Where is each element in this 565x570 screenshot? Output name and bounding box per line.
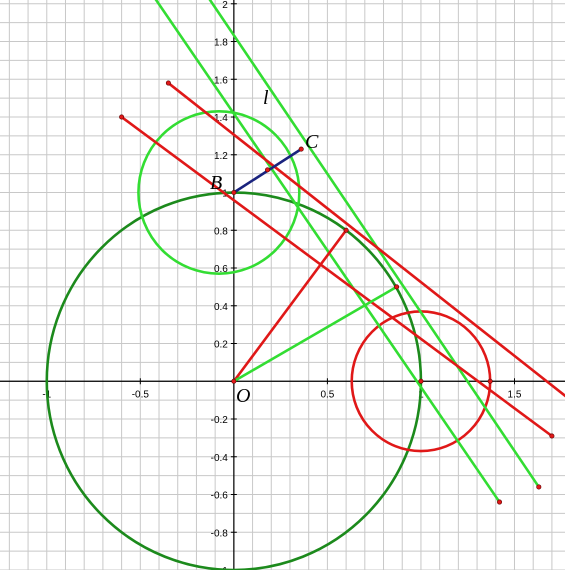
label-o: O <box>236 385 250 407</box>
y-tick-label: 0.4 <box>214 302 228 313</box>
point-red-end-1 <box>549 433 555 439</box>
point-c <box>298 146 304 152</box>
point-red-start-2 <box>165 80 171 86</box>
y-tick-label: 0.8 <box>214 226 228 237</box>
point-labels: O B C l <box>210 87 319 407</box>
y-tick-label: 1.2 <box>214 151 228 162</box>
y-tick-label: 0.2 <box>214 340 228 351</box>
x-tick-label: 0.5 <box>320 389 334 400</box>
green-line-l <box>154 0 501 504</box>
tick-labels: -1-0.50.511.521.81.61.41.210.80.60.40.2-… <box>42 0 522 570</box>
y-tick-label: -0.2 <box>211 415 229 426</box>
red-line-1 <box>120 115 554 438</box>
red-line-2 <box>167 81 565 398</box>
y-tick-label: 1.8 <box>214 38 228 49</box>
label-l: l <box>263 87 269 109</box>
label-c: C <box>305 131 319 153</box>
x-tick-label: -0.5 <box>132 389 150 400</box>
point-green-end-2 <box>536 484 542 490</box>
y-tick-label: -0.6 <box>211 491 229 502</box>
points <box>119 80 555 505</box>
y-tick-label: 1.6 <box>214 75 228 86</box>
label-b: B <box>210 172 222 194</box>
x-tick-label: 1.5 <box>508 389 522 400</box>
point-red-center <box>418 378 424 384</box>
green-circle <box>137 110 301 275</box>
point-b <box>231 190 237 196</box>
green-radius <box>232 285 398 383</box>
y-tick-label: -0.8 <box>211 528 229 539</box>
green-line-2 <box>208 0 541 489</box>
point-o <box>231 378 237 384</box>
y-tick-label: 0.6 <box>214 264 228 275</box>
y-tick-label: 1.4 <box>214 113 228 124</box>
point-red-start-1 <box>119 114 125 120</box>
y-tick-label: -1 <box>219 566 228 570</box>
point-red-axis <box>487 378 493 384</box>
y-tick-label: -0.4 <box>211 453 229 464</box>
shapes <box>45 0 565 570</box>
point-tangent-red <box>343 227 349 233</box>
point-green-end-1 <box>497 499 503 505</box>
point-bc-mid <box>265 167 271 173</box>
red-radius <box>232 228 348 383</box>
point-tangent-green <box>394 284 400 290</box>
y-tick-label: 2 <box>222 0 228 11</box>
